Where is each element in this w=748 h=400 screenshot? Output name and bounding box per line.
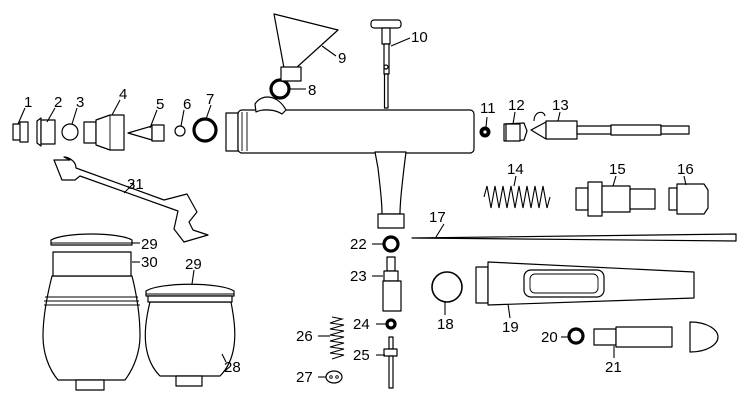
part-29-lid-small [145,283,235,303]
part-label-4: 4 [119,86,127,103]
part-label-15: 15 [609,161,626,178]
part-label-14: 14 [507,161,524,178]
part-3-ring [61,123,79,141]
part-label-7: 7 [206,91,214,108]
part-label-12: 12 [508,97,525,114]
part-label-27: 27 [296,369,313,386]
part-label-31: 31 [127,176,144,193]
part-label-2: 2 [54,94,62,111]
part-18-oring [431,271,463,303]
part-label-6: 6 [183,96,191,113]
part-label-5: 5 [156,96,164,113]
part-13-needle-assembly [530,111,690,140]
part-28-small-cup [144,301,236,387]
part-label-29-small-cup: 29 [185,256,202,273]
part-25-valve-stem [383,336,398,389]
airbrush-body [225,96,475,229]
part-label-13: 13 [552,97,569,114]
part-label-18: 18 [437,316,454,333]
part-31-wrench [53,156,209,243]
part-20-oring [567,327,585,345]
part-label-3: 3 [76,94,84,111]
part-21-air-valve [593,321,719,353]
part-16-end-cap [668,183,709,215]
part-label-17: 17 [429,209,446,226]
part-5-nozzle [127,124,165,142]
part-4-nozzle-head [83,114,125,151]
part-22-oring [382,235,400,253]
part-11-seal [479,126,491,138]
part-label-8: 8 [308,82,316,99]
part-label-30: 30 [141,254,158,271]
part-label-25: 25 [353,347,370,364]
part-label-9: 9 [338,50,346,67]
part-label-16: 16 [677,161,694,178]
part-30-large-cup [42,251,141,391]
leader-lines [17,37,687,378]
part-label-10: 10 [411,29,428,46]
part-23-piston [382,256,402,312]
part-8-oring [269,78,291,100]
part-label-22: 22 [350,236,367,253]
part-12-valve-nut [503,122,528,142]
part-2-crown-cap [36,117,56,147]
part-17-needle [411,233,737,242]
part-label-11: 11 [480,100,496,117]
part-1-nozzle-cap [12,121,29,143]
part-label-29-large-cup: 29 [141,236,158,253]
part-label-24: 24 [353,316,370,333]
part-29-lid-large [50,233,133,246]
part-label-1: 1 [24,94,32,111]
part-label-26: 26 [296,328,313,345]
part-27-washer [325,370,343,384]
part-26-spring [329,316,345,360]
part-24-oring [385,318,397,330]
part-number-labels: 1 2 3 4 5 6 7 8 9 10 11 12 13 14 15 16 1… [24,29,694,386]
part-14-spring [483,185,551,209]
part-label-20: 20 [541,329,558,346]
part-9-gravity-cup [273,13,339,82]
part-label-23: 23 [350,268,367,285]
part-6-small-ring [174,125,186,137]
part-label-19: 19 [502,319,519,336]
part-15-spring-guide [575,181,656,217]
part-19-handle [475,261,695,306]
part-label-28: 28 [224,359,241,376]
part-label-21: 21 [605,359,622,376]
part-10-trigger [370,19,402,109]
part-7-oring [192,117,218,143]
